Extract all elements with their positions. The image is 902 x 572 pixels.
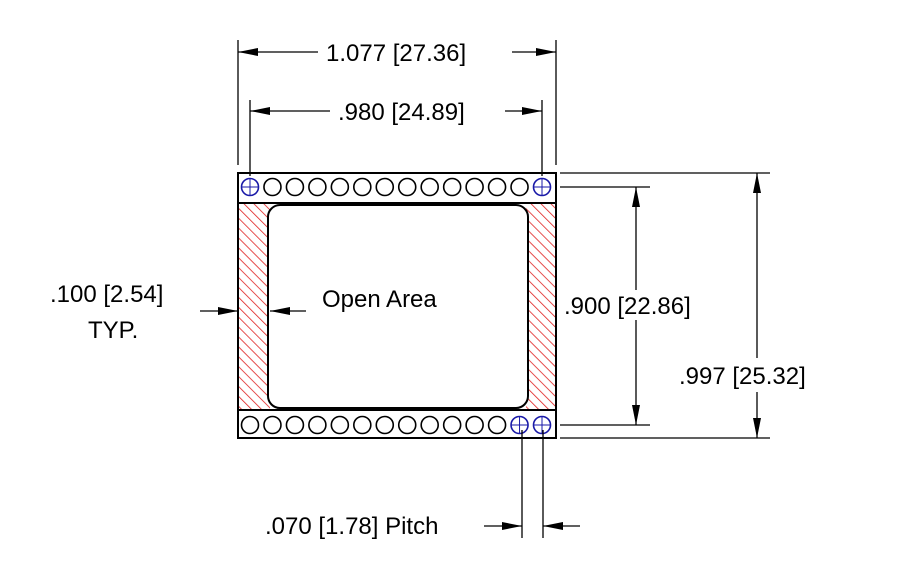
pin (263, 177, 282, 197)
bottom-pin-row (240, 415, 552, 435)
pin (487, 177, 507, 197)
pin (442, 415, 462, 435)
pin (285, 415, 305, 435)
pin (465, 415, 484, 435)
pin-span-label: .980 [24.89] (338, 99, 465, 126)
pin (240, 415, 260, 435)
open-area-outline (267, 204, 529, 409)
left-wall-hatch (238, 203, 270, 410)
wall-thickness-label: .100 [2.54] (50, 281, 163, 308)
pin (285, 177, 305, 197)
socket-outline (237, 172, 557, 439)
pin (420, 177, 439, 197)
pin (397, 177, 417, 197)
pin (308, 415, 327, 435)
pin (353, 177, 372, 197)
pin (420, 415, 439, 435)
pin (330, 415, 350, 435)
overall-width-dimension: 1.077 [27.36] (237, 40, 557, 165)
pin (397, 415, 417, 435)
top-pin-row (240, 177, 552, 197)
pin (375, 415, 395, 435)
pin (510, 177, 529, 197)
pin (442, 177, 462, 197)
pin-span-dimension: .980 [24.89] (249, 99, 543, 176)
pin (308, 177, 327, 197)
pin-row-spacing-label: .900 [22.86] (564, 293, 691, 320)
wall-thickness-dimension: .100 [2.54] TYP. (50, 281, 306, 344)
open-area-label: Open Area (322, 286, 437, 313)
pin (263, 415, 282, 435)
pitch-label: .070 [1.78] Pitch (265, 513, 438, 540)
pin-row-spacing-dimension: .900 [22.86] (560, 186, 716, 426)
overall-height-dimension: .997 [25.32] (560, 172, 806, 439)
pin (487, 415, 507, 435)
pin (465, 177, 484, 197)
pin (353, 415, 372, 435)
right-wall-hatch (526, 203, 556, 410)
pin (375, 177, 395, 197)
overall-height-label: .997 [25.32] (679, 363, 806, 390)
wall-thickness-note: TYP. (88, 317, 138, 344)
overall-width-label: 1.077 [27.36] (326, 40, 466, 67)
pitch-dimension: .070 [1.78] Pitch (265, 430, 580, 540)
pin (330, 177, 350, 197)
